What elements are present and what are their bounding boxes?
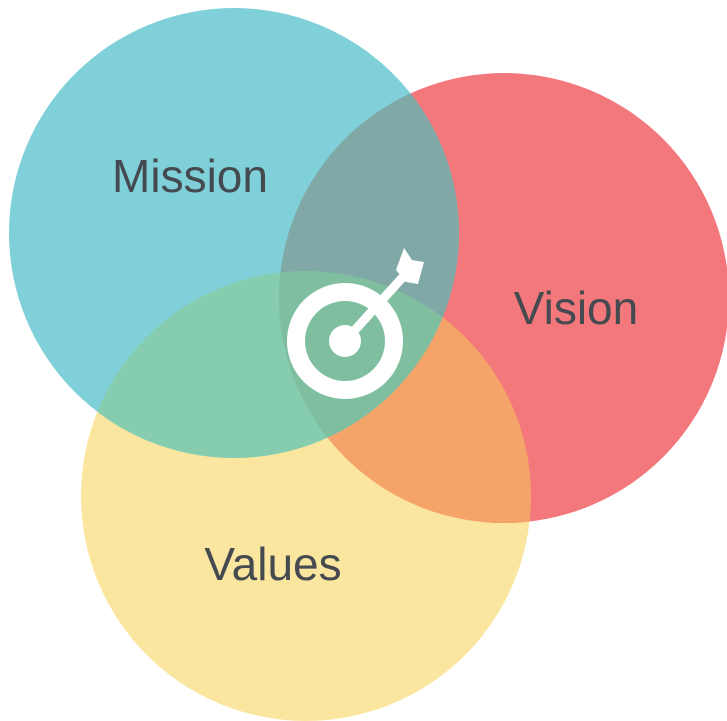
arrow-fletching	[396, 248, 424, 284]
target-arrow-icon	[287, 248, 424, 399]
vision-label: Vision	[514, 282, 638, 334]
values-label: Values	[204, 538, 341, 590]
arrow-shaft	[340, 273, 407, 346]
target-ring-outer	[287, 283, 403, 399]
mission-label: Mission	[112, 150, 268, 202]
